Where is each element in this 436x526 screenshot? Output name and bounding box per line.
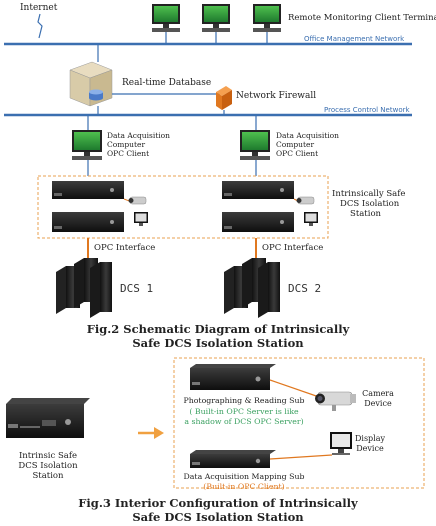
intrinsic-station-line1: Intrinsic Safe (19, 451, 77, 461)
display-device-line1: Display (355, 434, 386, 443)
fig2-caption-line1: Fig.2 Schematic Diagram of Intrinsically (87, 322, 350, 336)
daq-label-line1: Data Acquisition (276, 131, 339, 140)
photo-sub-unit-icon (190, 364, 276, 390)
client-computer-icon (253, 4, 281, 44)
client-computer-icon (152, 4, 180, 44)
database-server-icon (69, 61, 113, 107)
dcs2-label: DCS 2 (288, 282, 321, 295)
isolation-station-group: Intrinsically Safe DCS Isolation Station (37, 175, 405, 239)
internet-label: Internet (20, 3, 58, 13)
intrinsic-station-line2: DCS Isolation (18, 461, 78, 471)
daq-label-line2: Computer (276, 140, 314, 149)
camera-device-line1: Camera (362, 389, 394, 398)
display-link (269, 454, 333, 460)
daq-mapping-unit-icon (190, 450, 276, 468)
dcs1-group: OPC Interface DCS 1 (56, 238, 155, 318)
dcs2-group: OPC Interface DCS 2 (224, 238, 323, 318)
process-network: Process Control Network (4, 106, 412, 117)
photo-note-line1: ( Built-in OPC Server is like (189, 407, 299, 416)
fig3-caption-line2: Safe DCS Isolation Station (132, 510, 304, 524)
remote-terminal-label: Remote Monitoring Client Terminal (288, 13, 436, 23)
firewall-label: Network Firewall (236, 91, 316, 101)
daq-label-line3: OPC Client (107, 149, 149, 158)
daq-computer-left: Data Acquisition Computer OPC Client (72, 115, 170, 176)
fig3-left-station: Intrinsic Safe DCS Isolation Station (6, 398, 90, 481)
isolation-label-line1: Intrinsically Safe (332, 189, 405, 199)
remote-client-terminals: Remote Monitoring Client Terminal (152, 4, 436, 44)
photo-sub-label: Photographing & Reading Sub (183, 396, 304, 405)
network-firewall: Network Firewall (216, 86, 316, 114)
isolation-label-line3: Station (350, 209, 382, 219)
photo-note-line2: a shadow of DCS OPC Server) (184, 417, 303, 426)
fig3-caption-line1: Fig.3 Interior Configuration of Intrinsi… (78, 496, 358, 510)
office-network-label: Office Management Network (304, 35, 405, 43)
display-device-line2: Device (356, 444, 384, 453)
fig2-caption-line2: Safe DCS Isolation Station (132, 336, 304, 350)
office-network: Office Management Network (4, 35, 412, 46)
daq-label-line2: Computer (107, 140, 145, 149)
camera-device-line2: Device (364, 399, 392, 408)
isolation-label-line2: DCS Isolation (340, 199, 400, 209)
camera-icon (128, 196, 147, 205)
internet-link (37, 13, 43, 39)
camera-icon (296, 196, 315, 205)
internet-node: Internet (20, 3, 58, 39)
display-icon (134, 212, 148, 226)
realtime-database: Real-time Database (69, 44, 220, 114)
fig3-interior: Photographing & Reading Sub ( Built-in O… (173, 357, 425, 491)
daq-label-line3: OPC Client (276, 149, 318, 158)
computer-icon (240, 130, 270, 160)
daq-mapping-note: (Built-in OPC Client) (203, 482, 284, 491)
camera-link (269, 379, 323, 399)
daq-mapping-label: Data Acquisition Mapping Sub (184, 472, 305, 481)
display-icon (304, 212, 318, 226)
camera-device-icon (315, 391, 356, 411)
display-device-icon (330, 432, 352, 455)
firewall-icon (216, 86, 232, 110)
dcs-server-rack-icon (224, 258, 280, 318)
rack-unit-icon (52, 212, 124, 232)
intrinsic-station-line3: Station (32, 471, 64, 481)
expand-arrow (138, 427, 164, 439)
rack-unit-icon (52, 181, 124, 199)
dcs-server-rack-icon (56, 258, 112, 318)
daq-label-line1: Data Acquisition (107, 131, 170, 140)
opc-interface-label: OPC Interface (94, 243, 155, 253)
fig3-caption: Fig.3 Interior Configuration of Intrinsi… (78, 496, 358, 524)
realtime-db-label: Real-time Database (122, 78, 211, 88)
client-computer-icon (202, 4, 230, 44)
daq-computer-right: Data Acquisition Computer OPC Client (240, 115, 339, 176)
station-unit-icon (6, 398, 90, 438)
dcs1-label: DCS 1 (120, 282, 153, 295)
computer-icon (72, 130, 102, 160)
fig2-caption: Fig.2 Schematic Diagram of Intrinsically… (87, 322, 350, 350)
isolation-dashed-box (37, 175, 329, 239)
rack-unit-icon (222, 181, 294, 199)
rack-unit-icon (222, 212, 294, 232)
opc-interface-label: OPC Interface (262, 243, 323, 253)
process-network-label: Process Control Network (324, 106, 410, 114)
interior-dashed-box (173, 357, 425, 489)
